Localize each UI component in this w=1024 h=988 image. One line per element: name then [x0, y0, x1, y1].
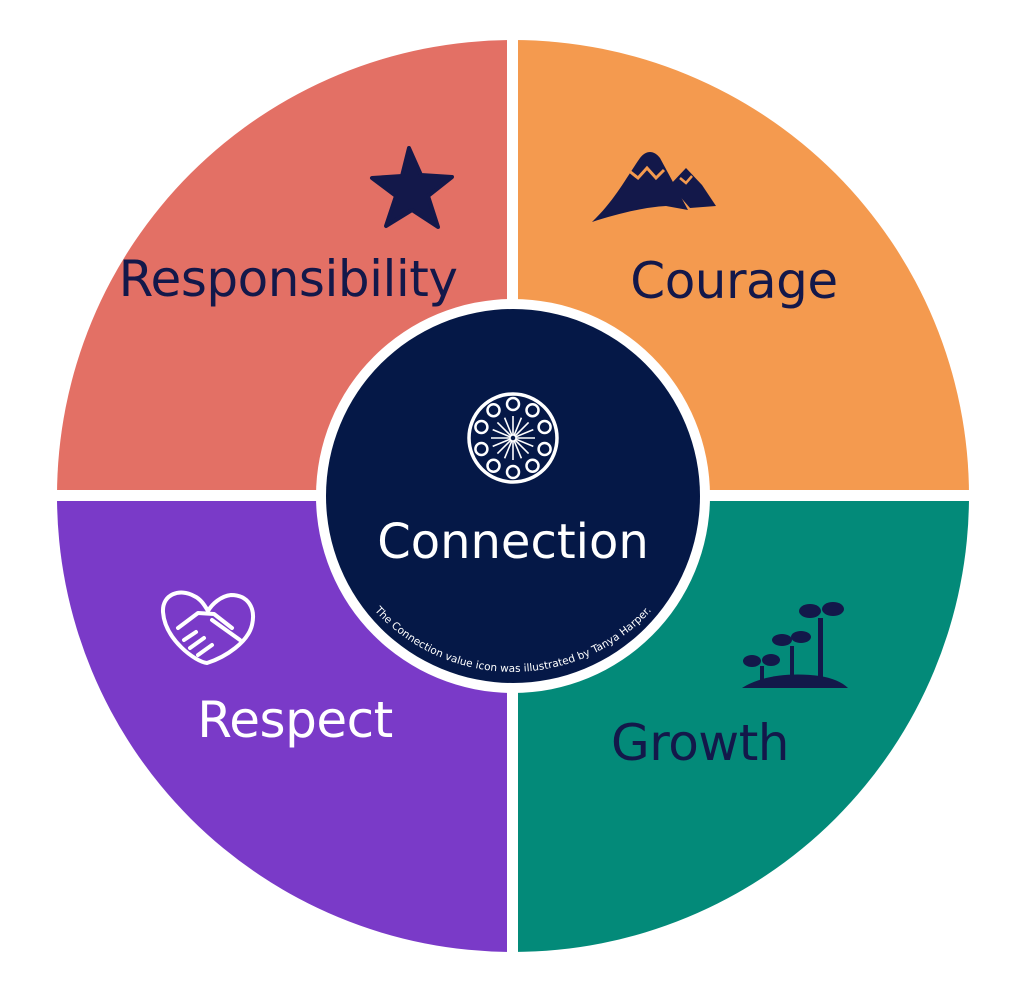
- star-icon: [370, 146, 454, 229]
- growth-label: Growth: [611, 714, 789, 772]
- responsibility-label: Responsibility: [119, 250, 458, 308]
- mountains-icon: [592, 152, 716, 222]
- respect-label: Respect: [197, 691, 392, 749]
- connection-circle-icon: [467, 392, 559, 484]
- center-label: Connection: [377, 514, 649, 570]
- center-circle: [326, 309, 700, 683]
- handshake-heart-icon: [161, 590, 255, 665]
- courage-label: Courage: [630, 252, 837, 310]
- sprouts-icon: [742, 602, 848, 688]
